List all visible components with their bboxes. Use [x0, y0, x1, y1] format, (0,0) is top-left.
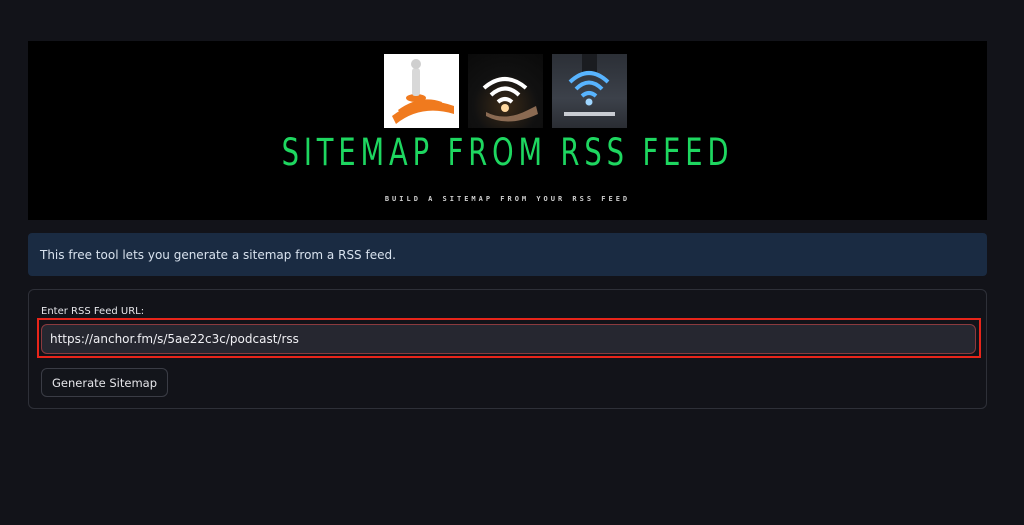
banner-subtitle: BUILD A SITEMAP FROM YOUR RSS FEED: [384, 195, 631, 203]
banner-title: SITEMAP FROM RSS FEED: [281, 131, 734, 174]
header-banner: SITEMAP FROM RSS FEED BUILD A SITEMAP FR…: [28, 41, 987, 220]
banner-images: [384, 54, 627, 128]
rss-person-image: [384, 54, 459, 128]
url-label: Enter RSS Feed URL:: [41, 306, 145, 317]
info-alert: This free tool lets you generate a sitem…: [28, 233, 987, 276]
generate-sitemap-button[interactable]: Generate Sitemap: [41, 368, 168, 397]
sitemap-form: Enter RSS Feed URL: Generate Sitemap: [28, 289, 987, 409]
wifi-hand-image: [468, 54, 543, 128]
rss-url-input[interactable]: [41, 324, 976, 354]
input-highlight-box: [37, 318, 981, 358]
info-text: This free tool lets you generate a sitem…: [40, 247, 396, 262]
wifi-tablet-image: [552, 54, 627, 128]
